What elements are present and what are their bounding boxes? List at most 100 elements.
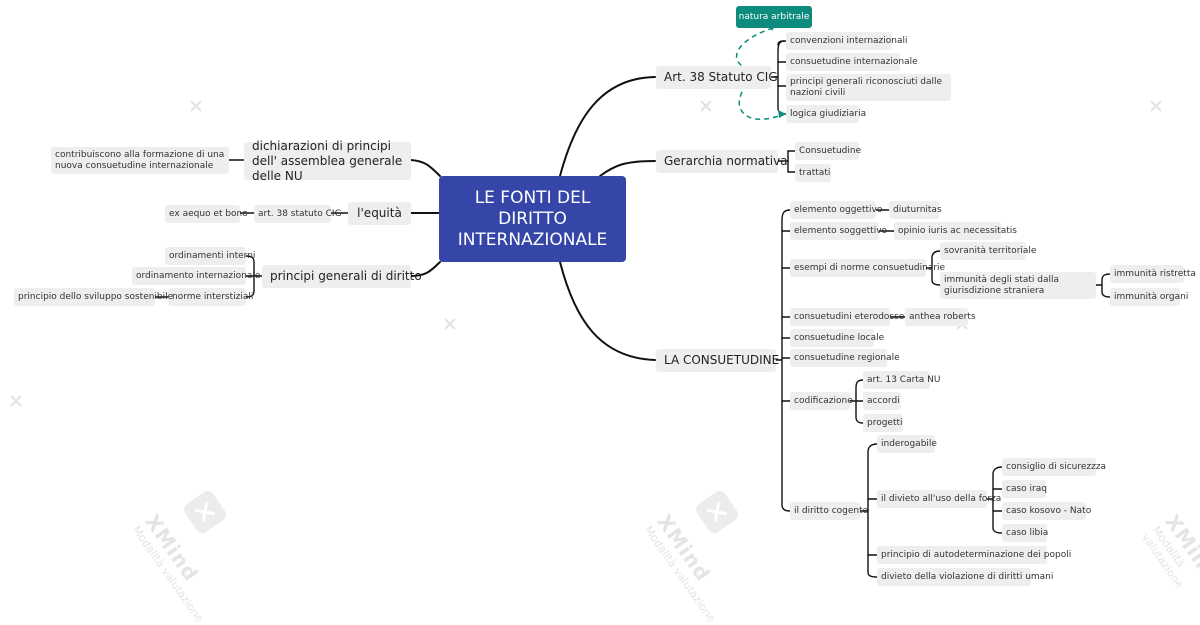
connector-lines bbox=[154, 24, 1111, 578]
subtopic-diritto-cogente[interactable]: il diritto cogente bbox=[790, 502, 868, 520]
subtopic-caso-kosovo[interactable]: caso kosovo - Nato bbox=[1002, 502, 1091, 520]
topic-gerarchia[interactable]: Gerarchia normativa bbox=[656, 150, 788, 173]
subtopic-consuetudine-int[interactable]: consuetudine internazionale bbox=[786, 53, 918, 71]
root-topic[interactable]: LE FONTI DEL DIRITTO INTERNAZIONALE bbox=[439, 176, 626, 262]
subtopic-label: elemento soggettivo bbox=[794, 225, 888, 236]
mind-map-canvas: XMind Modalità valutazione XMind Modalit… bbox=[10, 6, 1200, 625]
subtopic-label: immunità degli stati dalla giurisdizione… bbox=[944, 274, 1060, 296]
subtopic-label: il divieto all'uso della forza bbox=[881, 493, 1002, 504]
subtopic-trattati[interactable]: trattati bbox=[795, 164, 831, 182]
subtopic-label: caso kosovo - Nato bbox=[1006, 505, 1092, 516]
subtopic-autodeterminazione[interactable]: principio di autodeterminazione dei popo… bbox=[877, 546, 1071, 564]
subtopic-label: il diritto cogente bbox=[794, 505, 869, 516]
topic-art38[interactable]: Art. 38 Statuto CIG bbox=[656, 66, 778, 89]
subtopic-label: contribuiscono alla formazione di una nu… bbox=[55, 149, 225, 171]
topic-label: dichiarazioni di principi dell' assemble… bbox=[252, 138, 403, 183]
subtopic-label: logica giudiziaria bbox=[790, 108, 867, 119]
subtopic-art13[interactable]: art. 13 Carta NU bbox=[863, 371, 941, 389]
subtopic-label: immunità organi bbox=[1114, 291, 1189, 302]
subtopic-label: accordi bbox=[867, 395, 900, 406]
subtopic-ordinamenti-interni[interactable]: ordinamenti interni bbox=[165, 247, 255, 265]
subtopic-immunita[interactable]: immunità degli stati dalla giurisdizione… bbox=[940, 272, 1096, 299]
subtopic-caso-libia[interactable]: caso libia bbox=[1002, 524, 1049, 542]
link-root-art38 bbox=[559, 76, 656, 177]
subtopic-label: consuetudine regionale bbox=[794, 352, 900, 363]
subtopic-label: progetti bbox=[867, 417, 903, 428]
topic-principi-generali[interactable]: principi generali di diritto bbox=[262, 265, 422, 288]
subtopic-sovranita[interactable]: sovranità territoriale bbox=[940, 242, 1036, 260]
topic-equita[interactable]: l'equità bbox=[348, 202, 411, 225]
subtopic-locale[interactable]: consuetudine locale bbox=[790, 329, 884, 347]
subtopic-label: trattati bbox=[799, 167, 831, 178]
subtopic-ordinamento-internazionale[interactable]: ordinamento internazionale bbox=[132, 267, 260, 285]
subtopic-label: norme interstiziali bbox=[172, 291, 254, 302]
link-root-principi bbox=[410, 261, 441, 277]
watermark-cross-icon bbox=[444, 318, 456, 330]
subtopic-label: consuetudine internazionale bbox=[790, 56, 918, 67]
root-title: LE FONTI DEL DIRITTO INTERNAZIONALE bbox=[457, 187, 608, 250]
subtopic-contribuiscono[interactable]: contribuiscono alla formazione di una nu… bbox=[51, 147, 229, 174]
subtopic-label: principio di autodeterminazione dei popo… bbox=[881, 549, 1072, 560]
subtopic-label: codificazione bbox=[794, 395, 853, 406]
subtopic-label: principi generali riconosciuti dalle naz… bbox=[790, 76, 943, 98]
watermark-cross-icon bbox=[700, 100, 712, 112]
subtopic-label: ordinamento internazionale bbox=[136, 270, 261, 281]
subtopic-label: principio dello sviluppo sostenibile bbox=[18, 291, 174, 302]
watermark-cross-icon bbox=[10, 395, 22, 407]
subtopic-elemento-soggettivo[interactable]: elemento soggettivo bbox=[790, 222, 887, 240]
subtopic-principi-generali[interactable]: principi generali riconosciuti dalle naz… bbox=[786, 74, 951, 101]
subtopic-consuetudine[interactable]: Consuetudine bbox=[795, 142, 862, 160]
xmind-logo-icon bbox=[693, 488, 741, 536]
subtopic-logica-giudiziaria[interactable]: logica giudiziaria bbox=[786, 105, 866, 123]
link-root-consuetudine bbox=[559, 261, 656, 361]
xmind-logo-icon bbox=[181, 488, 229, 536]
subtopic-label: anthea roberts bbox=[909, 311, 976, 322]
subtopic-progetti[interactable]: progetti bbox=[863, 414, 903, 432]
watermark-cross-icon bbox=[1150, 100, 1162, 112]
subtopic-diritti-umani[interactable]: divieto della violazione di diritti uman… bbox=[877, 568, 1053, 586]
subtopic-label: inderogabile bbox=[881, 438, 937, 449]
subtopic-sviluppo-sostenibile[interactable]: principio dello sviluppo sostenibile bbox=[14, 288, 173, 306]
topic-label: Art. 38 Statuto CIG bbox=[664, 70, 778, 84]
subtopic-caso-iraq[interactable]: caso iraq bbox=[1002, 480, 1047, 498]
subtopic-label: art. 38 statuto CIG bbox=[258, 208, 342, 219]
watermark-cross-icon bbox=[190, 100, 202, 112]
callout-label: natura arbitrale bbox=[738, 12, 810, 22]
subtopic-label: elemento oggettivo bbox=[794, 204, 883, 215]
subtopic-norme-interstiziali[interactable]: norme interstiziali bbox=[168, 288, 253, 306]
subtopic-label: art. 13 Carta NU bbox=[867, 374, 941, 385]
topic-label: l'equità bbox=[357, 206, 402, 220]
subtopic-regionale[interactable]: consuetudine regionale bbox=[790, 349, 900, 367]
subtopic-esempi[interactable]: esempi di norme consuetudinarie bbox=[790, 259, 945, 277]
subtopic-codificazione[interactable]: codificazione bbox=[790, 392, 853, 410]
subtopic-label: opinio iuris ac necessitatis bbox=[898, 225, 1017, 236]
callout-natura-arbitrale[interactable]: natura arbitrale bbox=[736, 6, 812, 28]
subtopic-eterodosse[interactable]: consuetudini eterodosse bbox=[790, 308, 904, 326]
subtopic-label: immunità ristretta bbox=[1114, 268, 1196, 279]
subtopic-label: convenzioni internazionali bbox=[790, 35, 908, 46]
subtopic-accordi[interactable]: accordi bbox=[863, 392, 901, 410]
subtopic-label: divieto della violazione di diritti uman… bbox=[881, 571, 1054, 582]
subtopic-immunita-organi[interactable]: immunità organi bbox=[1110, 288, 1188, 306]
subtopic-divieto-forza[interactable]: il divieto all'uso della forza bbox=[877, 490, 1001, 508]
subtopic-inderogabile[interactable]: inderogabile bbox=[877, 435, 937, 453]
subtopic-consiglio-sicurezza[interactable]: consiglio di sicurezzza bbox=[1002, 458, 1106, 476]
topic-dichiarazioni[interactable]: dichiarazioni di principi dell' assemble… bbox=[244, 139, 411, 183]
subtopic-diuturnitas[interactable]: diuturnitas bbox=[889, 201, 942, 219]
topic-label: principi generali di diritto bbox=[270, 269, 422, 283]
subtopic-label: Consuetudine bbox=[799, 145, 862, 156]
subtopic-convenzioni[interactable]: convenzioni internazionali bbox=[786, 32, 908, 50]
link-root-dichiarazioni bbox=[410, 159, 441, 177]
topic-la-consuetudine[interactable]: LA CONSUETUDINE bbox=[656, 349, 779, 372]
subtopic-opinio-iuris[interactable]: opinio iuris ac necessitatis bbox=[894, 222, 1017, 240]
subtopic-label: sovranità territoriale bbox=[944, 245, 1037, 256]
subtopic-art38-statuto[interactable]: art. 38 statuto CIG bbox=[254, 205, 342, 223]
subtopic-elemento-oggettivo[interactable]: elemento oggettivo bbox=[790, 201, 882, 219]
subtopic-label: caso libia bbox=[1006, 527, 1049, 538]
subtopic-ex-aequo[interactable]: ex aequo et bono bbox=[165, 205, 248, 223]
topic-label: Gerarchia normativa bbox=[664, 154, 788, 168]
subtopic-immunita-ristretta[interactable]: immunità ristretta bbox=[1110, 265, 1196, 283]
subtopic-label: ex aequo et bono bbox=[169, 208, 248, 219]
subtopic-anthea-roberts[interactable]: anthea roberts bbox=[905, 308, 976, 326]
subtopic-label: diuturnitas bbox=[893, 204, 942, 215]
